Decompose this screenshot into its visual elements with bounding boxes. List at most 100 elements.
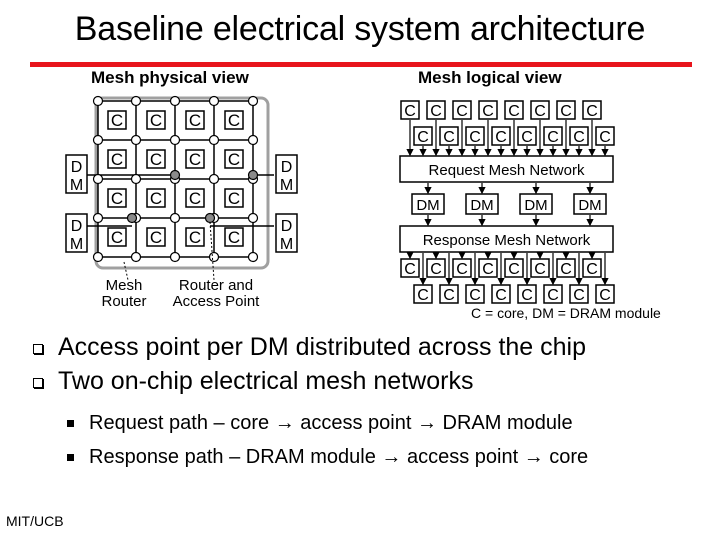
request-path-part-3: DRAM module [442, 412, 573, 434]
logical-core-box [595, 126, 615, 146]
core-label: C [150, 228, 162, 247]
logical-core-label: C [547, 129, 559, 146]
physical-view-label: Mesh physical view [91, 68, 249, 87]
logical-core-box [517, 284, 537, 304]
response-path-part-3: core [549, 446, 589, 468]
logical-core-label: C [508, 261, 520, 278]
logical-core-label: C [443, 129, 455, 146]
mesh-router [169, 251, 181, 263]
core-label: C [150, 189, 162, 208]
response-path-part-1: Response path – DRAM module [89, 446, 376, 468]
callout-line [123, 261, 129, 281]
dram-module-label: M [280, 177, 293, 194]
mesh-router [92, 134, 104, 146]
request-path-part-1: Request path – core [89, 412, 270, 434]
dram-module-box [275, 213, 298, 253]
core-box [107, 149, 127, 169]
logical-core-box [478, 100, 498, 120]
logical-dram-module-box [465, 193, 499, 215]
sub-bullet-response-path: Response path – DRAM module → access poi… [89, 444, 588, 470]
diagram-caption: C = core, DM = DRAM module [471, 305, 661, 321]
mesh-router [169, 95, 181, 107]
right-arrow-icon: → [523, 446, 544, 468]
core-label: C [111, 150, 123, 169]
core-label: C [150, 150, 162, 169]
logical-core-box [582, 258, 602, 278]
sub-bullet-request-path: Request path – core → access point → DRA… [89, 410, 573, 436]
access-point-router [204, 212, 216, 224]
bullet-access-point: Access point per DM distributed across t… [58, 333, 587, 361]
mesh-router [247, 251, 259, 263]
dram-module-label: M [70, 236, 83, 253]
dram-module-label: M [280, 236, 293, 253]
logical-core-box [556, 100, 576, 120]
mesh-router-label: Router [101, 293, 146, 310]
core-box [107, 188, 127, 208]
dram-module-box [65, 213, 88, 253]
core-box [224, 188, 244, 208]
mesh-router [169, 134, 181, 146]
logical-core-label: C [430, 261, 442, 278]
logical-core-box [465, 284, 485, 304]
logical-core-label: C [599, 287, 611, 304]
logical-core-box [400, 258, 420, 278]
core-box [107, 227, 127, 247]
logical-dram-module-label: DM [578, 197, 601, 214]
right-arrow-icon: → [381, 446, 402, 468]
core-label: C [228, 228, 240, 247]
logical-core-label: C [560, 103, 572, 120]
logical-core-label: C [469, 287, 481, 304]
mesh-router [247, 212, 259, 224]
logical-core-box [452, 100, 472, 120]
access-point-router [126, 212, 138, 224]
logical-core-box [491, 284, 511, 304]
request-network-label: Request Mesh Network [429, 162, 585, 179]
mesh-router-label: Mesh [106, 277, 143, 294]
logical-core-label: C [430, 103, 442, 120]
logical-core-label: C [534, 103, 546, 120]
core-box [146, 227, 166, 247]
logical-dram-module-box [519, 193, 553, 215]
logical-dram-module-label: DM [470, 197, 493, 214]
sub-bullet-icon [67, 420, 74, 427]
dram-module-box [65, 154, 88, 194]
logical-core-label: C [495, 129, 507, 146]
mesh-router [130, 134, 142, 146]
logical-core-label: C [521, 129, 533, 146]
logical-core-label: C [404, 261, 416, 278]
logical-core-box [465, 126, 485, 146]
logical-core-label: C [495, 287, 507, 304]
mesh-router [92, 95, 104, 107]
square-bullet-icon [33, 378, 43, 388]
logical-core-label: C [508, 103, 520, 120]
core-label: C [189, 189, 201, 208]
logical-core-box [517, 126, 537, 146]
logical-core-label: C [586, 103, 598, 120]
mesh-router [208, 251, 220, 263]
core-label: C [228, 150, 240, 169]
mesh-router [208, 173, 220, 185]
core-box [185, 227, 205, 247]
logical-dram-module-box [573, 193, 607, 215]
logical-core-box [413, 284, 433, 304]
core-label: C [111, 228, 123, 247]
right-arrow-icon: → [274, 412, 295, 434]
core-label: C [111, 189, 123, 208]
logical-core-label: C [521, 287, 533, 304]
access-point-label: Access Point [173, 293, 261, 310]
mesh-router [247, 95, 259, 107]
square-bullet-icon [33, 344, 43, 354]
access-point-router [169, 169, 181, 181]
core-label: C [150, 111, 162, 130]
mesh-router [208, 134, 220, 146]
mesh-router [130, 173, 142, 185]
core-label: C [189, 150, 201, 169]
mesh-router [130, 251, 142, 263]
request-network-box [399, 155, 614, 183]
logical-core-box [478, 258, 498, 278]
logical-core-label: C [482, 103, 494, 120]
response-network-label: Response Mesh Network [423, 232, 591, 249]
